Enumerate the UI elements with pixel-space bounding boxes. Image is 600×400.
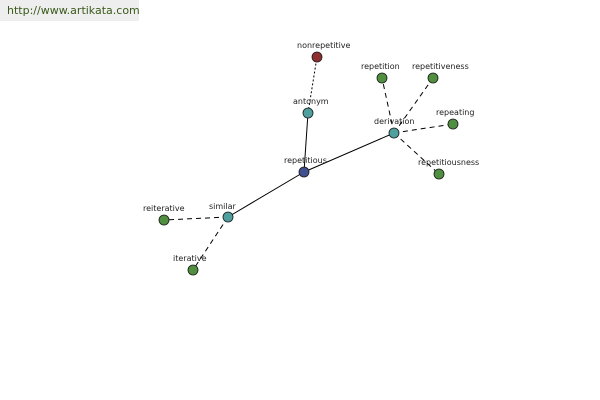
edge-repetitious-similar (227, 171, 305, 218)
site-url-link[interactable]: http://www.artikata.com (7, 4, 140, 17)
node-repetitiousness-label: repetitiousness (418, 158, 479, 167)
node-repeating[interactable]: repeating (436, 108, 474, 130)
node-repetitiveness-label: repetitiveness (412, 62, 469, 71)
node-antonym[interactable]: antonym (293, 97, 329, 119)
node-repetition[interactable]: repetition (361, 62, 400, 84)
node-repetitiousness-dot[interactable] (433, 168, 445, 180)
edges-layer (163, 56, 454, 271)
node-repetitiveness[interactable]: repetitiveness (412, 62, 469, 84)
nodes-layer: repetitious antonym nonrepetitive derivatio… (143, 41, 479, 276)
node-repetitious-label: repetitious (284, 156, 327, 165)
node-repetitiveness-dot[interactable] (427, 72, 439, 84)
edge-similar-iterative (192, 216, 229, 271)
node-similar[interactable]: similar (209, 202, 237, 223)
node-similar-dot[interactable] (222, 211, 234, 223)
edge-derivation-repetitiveness (393, 77, 434, 134)
node-iterative[interactable]: iterative (173, 254, 207, 276)
node-reiterative-dot[interactable] (158, 214, 170, 226)
node-repetition-label: repetition (361, 62, 400, 71)
node-iterative-dot[interactable] (187, 264, 199, 276)
node-antonym-label: antonym (293, 97, 329, 106)
node-reiterative-label: reiterative (143, 204, 185, 213)
node-antonym-dot[interactable] (302, 107, 314, 119)
node-nonrepetitive[interactable]: nonrepetitive (297, 41, 351, 63)
edge-derivation-repetition (381, 77, 395, 134)
node-nonrepetitive-dot[interactable] (311, 51, 323, 63)
edge-antonym-nonrepetitive (307, 56, 318, 114)
node-similar-label: similar (209, 202, 237, 211)
site-banner: http://www.artikata.com (0, 0, 140, 21)
node-repetitious-dot[interactable] (298, 166, 310, 178)
edge-repetitious-antonym (303, 112, 309, 173)
edge-repetitious-derivation (303, 132, 395, 173)
node-repetitious[interactable]: repetitious (284, 156, 327, 178)
node-repetitiousness[interactable]: repetitiousness (418, 158, 479, 180)
node-derivation[interactable]: derivation (374, 117, 414, 139)
node-nonrepetitive-label: nonrepetitive (297, 41, 351, 50)
node-repeating-label: repeating (436, 108, 474, 117)
node-repeating-dot[interactable] (447, 118, 459, 130)
edge-derivation-repetitiousness (393, 132, 440, 175)
node-iterative-label: iterative (173, 254, 207, 263)
edge-similar-reiterative (163, 216, 229, 221)
node-derivation-dot[interactable] (388, 127, 400, 139)
edge-derivation-repeating (393, 123, 454, 134)
node-reiterative[interactable]: reiterative (143, 204, 185, 226)
node-repetition-dot[interactable] (376, 72, 388, 84)
node-derivation-label: derivation (374, 117, 414, 126)
